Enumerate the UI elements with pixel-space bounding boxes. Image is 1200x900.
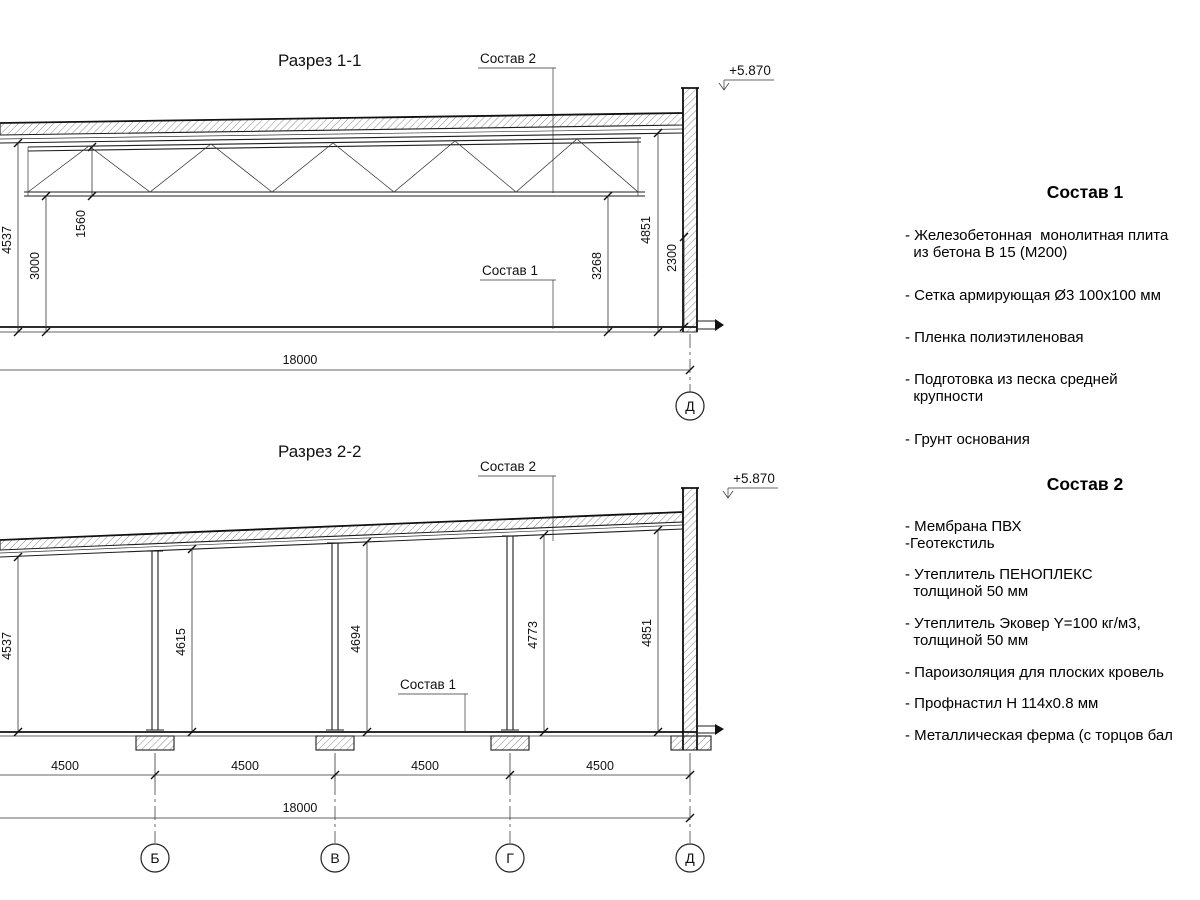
dimensions-bays: 4500 4500 4500 4500 xyxy=(0,753,695,781)
section-2-2: Разрез 2-2 Состав 2 +5.870 xyxy=(0,442,778,873)
column-g xyxy=(490,535,530,751)
axis-label-b: Б xyxy=(150,850,159,866)
dim-height-4: 4773 xyxy=(526,621,540,649)
dim-span: 18000 xyxy=(283,353,318,367)
column-v xyxy=(315,542,355,751)
right-wall xyxy=(670,487,712,751)
column-b xyxy=(135,550,175,751)
dim-total-right: 4851 xyxy=(639,216,653,244)
legend-item: - Подготовка из песка средней крупности xyxy=(905,371,1118,406)
axis-bubble-d xyxy=(675,391,705,421)
elevation-value: +5.870 xyxy=(733,471,775,486)
axis-label-d: Д xyxy=(685,398,695,414)
axis-label-v: В xyxy=(330,850,339,866)
legend-sostav-2-title: Состав 2 xyxy=(1046,473,1124,494)
floor-slab xyxy=(0,319,724,333)
steel-truss xyxy=(24,137,645,197)
legend-sostav-1: Состав 1 - Железобетонная монолитная пли… xyxy=(905,182,1200,448)
axis-bubble-v xyxy=(320,843,350,873)
section-2-2-title: Разрез 2-2 xyxy=(278,442,361,461)
floor-slab xyxy=(0,724,724,737)
materials-legend: Состав 1 - Железобетонная монолитная пли… xyxy=(905,182,1200,760)
dim-bay-1: 4500 xyxy=(51,759,79,773)
legend-item: - Сетка армирующая Ø3 100х100 мм xyxy=(905,286,1161,304)
dim-bay-3: 4500 xyxy=(411,759,439,773)
axis-label-g: Г xyxy=(506,850,514,866)
roof-slab xyxy=(0,511,684,558)
dimension-span: 18000 xyxy=(0,801,695,823)
dimensions-vertical: 4537 3000 1560 3268 4851 2300 xyxy=(0,128,689,337)
dimensions-heights: 4537 4615 4694 4773 4851 xyxy=(0,525,663,737)
dim-total-left: 4537 xyxy=(0,226,14,254)
elevation-value: +5.870 xyxy=(729,63,771,78)
dim-wall-right: 2300 xyxy=(665,244,679,272)
axis-bubble-g xyxy=(495,843,525,873)
legend-item: - Профнастил Н 114х0.8 мм xyxy=(905,695,1099,713)
axis-bubbles: Б В Г Д xyxy=(140,781,705,873)
callout-sostav-1: Состав 1 xyxy=(480,263,556,329)
dim-truss-height: 1560 xyxy=(74,210,88,238)
dim-height-1: 4537 xyxy=(0,632,14,660)
axis-bubble-d xyxy=(675,843,705,873)
legend-item: - Пароизоляция для плоских кровель xyxy=(905,663,1164,681)
legend-item: - Утеплитель ПЕНОПЛЕКС толщиной 50 мм xyxy=(905,566,1093,601)
dim-height-2: 4615 xyxy=(174,628,188,656)
dim-height-3: 4694 xyxy=(349,625,363,653)
callout-sostav-1-label: Состав 1 xyxy=(400,677,456,692)
axis-label-d: Д xyxy=(685,850,695,866)
section-1-1: Разрез 1-1 Состав 2 +5.870 xyxy=(0,51,774,421)
callout-sostav-2-label: Состав 2 xyxy=(480,51,536,66)
callout-sostav-1: Состав 1 xyxy=(398,677,468,731)
dim-height-5: 4851 xyxy=(640,619,654,647)
callout-sostav-2-label: Состав 2 xyxy=(480,459,536,474)
callout-sostav-1-label: Состав 1 xyxy=(482,263,538,278)
callout-sostav-2: Состав 2 xyxy=(478,51,556,193)
section-1-1-title: Разрез 1-1 xyxy=(278,51,361,70)
legend-item: - Грунт основания xyxy=(905,430,1030,448)
roof-slab xyxy=(0,112,684,144)
axis-bubble-b xyxy=(140,843,170,873)
legend-item: - Железобетонная монолитная плита из бет… xyxy=(905,227,1169,262)
dim-clear-left: 3000 xyxy=(28,252,42,280)
right-wall xyxy=(681,87,699,333)
elevation-mark: +5.870 xyxy=(718,63,774,91)
legend-item: - Пленка полиэтиленовая xyxy=(905,328,1084,346)
legend-item: - Утеплитель Эковер Y=100 кг/м3, толщино… xyxy=(905,614,1141,649)
legend-item: - Мембрана ПВХ -Геотекстиль xyxy=(905,517,1022,552)
dimension-span: 18000 Д xyxy=(0,334,705,421)
elevation-mark: +5.870 xyxy=(722,471,778,499)
legend-item: - Металлическая ферма (с торцов бал xyxy=(905,727,1173,745)
legend-sostav-1-title: Состав 1 xyxy=(1046,182,1124,202)
dim-clear-right: 3268 xyxy=(590,252,604,280)
dim-bay-2: 4500 xyxy=(231,759,259,773)
legend-sostav-2: Состав 2 - Мембрана ПВХ -Геотекстиль - У… xyxy=(905,474,1200,745)
dim-bay-4: 4500 xyxy=(586,759,614,773)
dim-span: 18000 xyxy=(283,801,318,815)
